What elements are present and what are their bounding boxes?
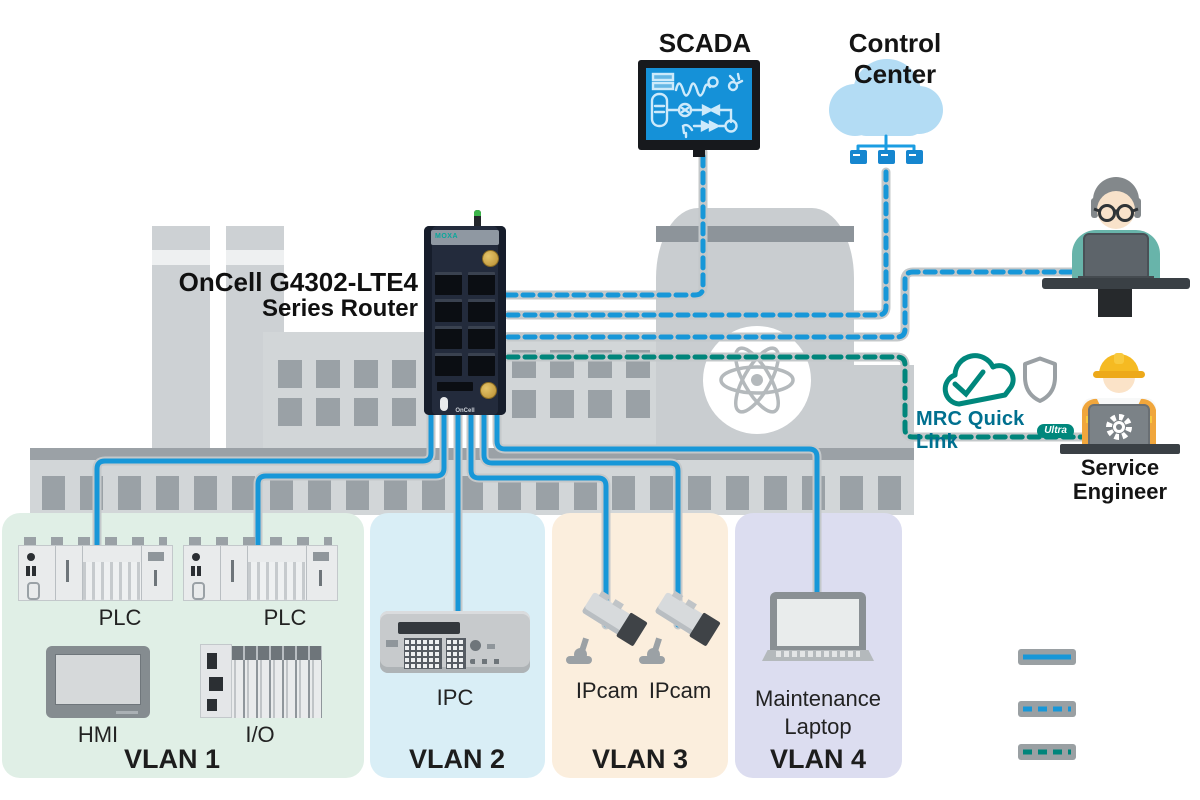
vlan1-name: VLAN 1 [123,744,221,774]
desk [1042,278,1190,289]
oncell-router-device: MOXA OnCell [424,210,506,415]
usb-port [440,397,448,411]
antenna-icon [474,210,481,236]
window-row [278,398,422,426]
mrc-tunnel-line [505,354,1085,440]
monitor-stand [693,150,705,157]
control-center-nodes [850,150,923,164]
remote-laptop [1083,233,1149,281]
vlan4-name: VLAN 4 [769,744,867,774]
mrc-ultra-badge: Ultra [1037,424,1074,438]
desk [1060,444,1180,454]
control-center-label: Control Center [848,28,942,89]
router-label: OnCell G4302-LTE4 Series Router [178,267,418,323]
shield-icon [1023,356,1057,403]
moxa-logo: MOXA [435,233,458,240]
control-center-cloud [829,59,943,136]
vlan3-name: VLAN 3 [591,744,689,774]
wired-lan-lines [94,407,820,628]
remote-engineer [1042,177,1190,317]
antenna-connector [482,250,499,267]
pilaster-window-row [42,476,902,510]
window-row [512,390,658,418]
atom-emblem [703,326,811,434]
glasses-icon [1093,204,1139,222]
legend-wired-line [1018,649,1076,665]
legend-cellular-line [1018,701,1076,717]
antenna-connector [480,382,497,399]
mrc-name: MRC Quick Link [916,408,1025,453]
mrc-quick-link-logo [942,353,1057,407]
chimney-stack [152,226,210,480]
gear-icon [1106,414,1132,440]
scada-monitor [638,60,760,157]
scada-piping-graphic [650,72,744,139]
mrc-product-label: MRC Quick Link Ultra [916,408,1074,454]
scada-screen [646,68,752,140]
cellular-lines [503,149,1081,340]
scada-label: SCADA [658,28,752,58]
sim-slot [437,382,473,391]
window-row [278,360,422,388]
legend-mrc-tunnel-line [1018,744,1076,760]
vlan2-name: VLAN 2 [408,744,506,774]
desk-pedestal [1098,289,1132,317]
cloud-links [856,134,916,154]
checkmark-icon [952,369,986,398]
ethernet-ports [435,272,495,376]
cloud-icon [829,59,943,136]
service-engineer [1060,353,1180,454]
service-engineer-label: Service Engineer [1072,455,1168,505]
router-model-print: OnCell [455,408,475,414]
atom-icon [719,346,795,414]
